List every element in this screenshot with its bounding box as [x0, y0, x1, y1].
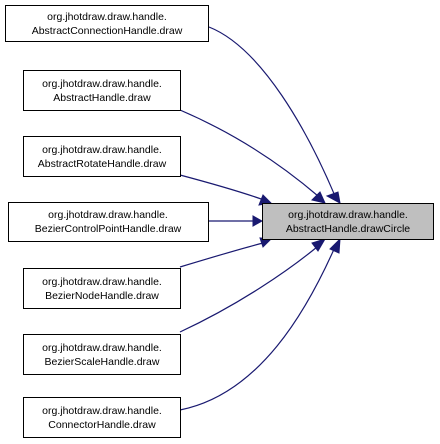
- edge-abstract-rotate-handle: [179, 174, 273, 206]
- caller-node-abstract-rotate-handle[interactable]: org.jhotdraw.draw.handle. AbstractRotate…: [23, 136, 181, 177]
- edge-bezier-node-handle: [179, 237, 273, 268]
- caller-node-line2: ConnectorHandle.draw: [48, 419, 156, 431]
- caller-node-connector-handle[interactable]: org.jhotdraw.draw.handle. ConnectorHandl…: [23, 397, 181, 438]
- caller-node-abstract-connection-handle[interactable]: org.jhotdraw.draw.handle. AbstractConnec…: [5, 5, 209, 42]
- caller-node-line1: org.jhotdraw.draw.handle.: [42, 405, 162, 417]
- edge-bezier-control-point-handle: [208, 215, 264, 227]
- caller-node-line1: org.jhotdraw.draw.handle.: [47, 11, 167, 23]
- target-node-line2: AbstractHandle.drawCircle: [286, 223, 410, 235]
- caller-node-line2: AbstractConnectionHandle.draw: [32, 25, 183, 37]
- caller-node-line1: org.jhotdraw.draw.handle.: [42, 342, 162, 354]
- caller-node-abstract-handle[interactable]: org.jhotdraw.draw.handle. AbstractHandle…: [23, 70, 181, 111]
- caller-node-bezier-scale-handle[interactable]: org.jhotdraw.draw.handle. BezierScaleHan…: [23, 334, 181, 375]
- edge-bezier-scale-handle: [179, 238, 327, 333]
- caller-node-bezier-node-handle[interactable]: org.jhotdraw.draw.handle. BezierNodeHand…: [23, 268, 181, 309]
- caller-node-line2: BezierControlPointHandle.draw: [35, 223, 182, 235]
- target-node-draw-circle[interactable]: org.jhotdraw.draw.handle. AbstractHandle…: [262, 203, 434, 240]
- caller-node-line2: BezierNodeHandle.draw: [45, 290, 159, 302]
- caller-node-line1: org.jhotdraw.draw.handle.: [48, 209, 168, 221]
- target-node-line1: org.jhotdraw.draw.handle.: [288, 209, 408, 221]
- caller-node-bezier-control-point-handle[interactable]: org.jhotdraw.draw.handle. BezierControlP…: [8, 202, 209, 242]
- edge-abstract-connection-handle: [208, 26, 341, 204]
- caller-node-line1: org.jhotdraw.draw.handle.: [42, 78, 162, 90]
- caller-node-line1: org.jhotdraw.draw.handle.: [42, 144, 162, 156]
- caller-node-line2: AbstractHandle.draw: [53, 92, 151, 104]
- caller-node-line2: BezierScaleHandle.draw: [45, 356, 160, 368]
- caller-node-line2: AbstractRotateHandle.draw: [38, 158, 167, 170]
- edge-abstract-handle: [179, 109, 326, 204]
- caller-node-line1: org.jhotdraw.draw.handle.: [42, 276, 162, 288]
- edge-connector-handle: [179, 237, 341, 411]
